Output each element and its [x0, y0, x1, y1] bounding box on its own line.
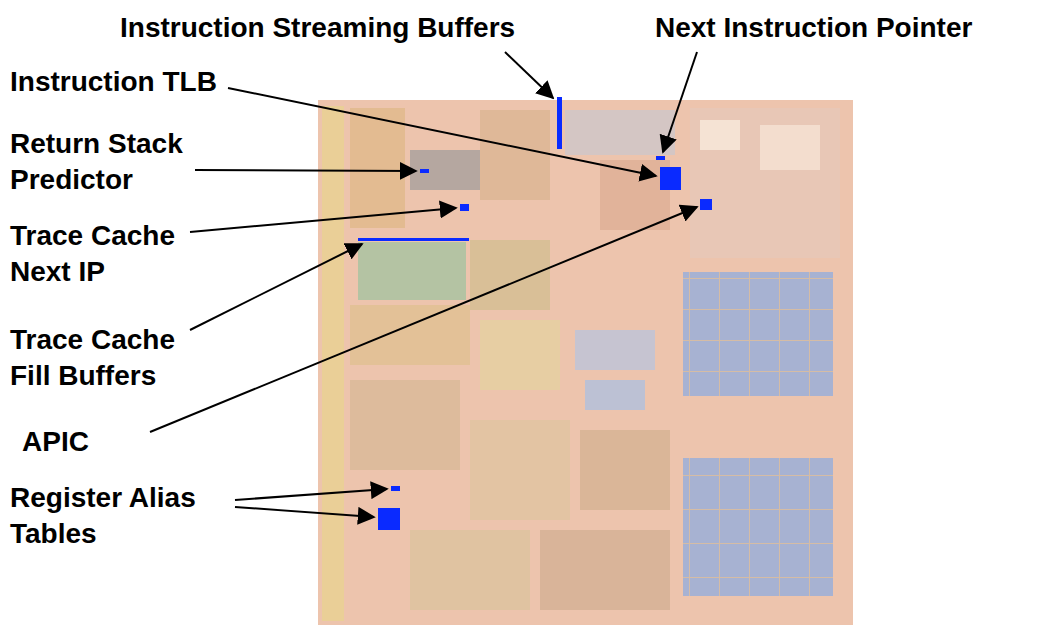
callout-label: Instruction TLB	[10, 64, 270, 100]
callout-label: Return Stack Predictor	[10, 126, 240, 198]
callout-label: Next Instruction Pointer	[655, 10, 1040, 46]
callout-label: Instruction Streaming Buffers	[120, 10, 640, 46]
highlight-marks	[358, 97, 712, 530]
callout-label: Register Alias Tables	[10, 480, 250, 552]
die	[318, 100, 853, 625]
callout-label: APIC	[22, 424, 142, 460]
leader-lines	[150, 52, 697, 517]
callout-label: Trace Cache Fill Buffers	[10, 322, 215, 394]
callout-label: Trace Cache Next IP	[10, 218, 215, 290]
